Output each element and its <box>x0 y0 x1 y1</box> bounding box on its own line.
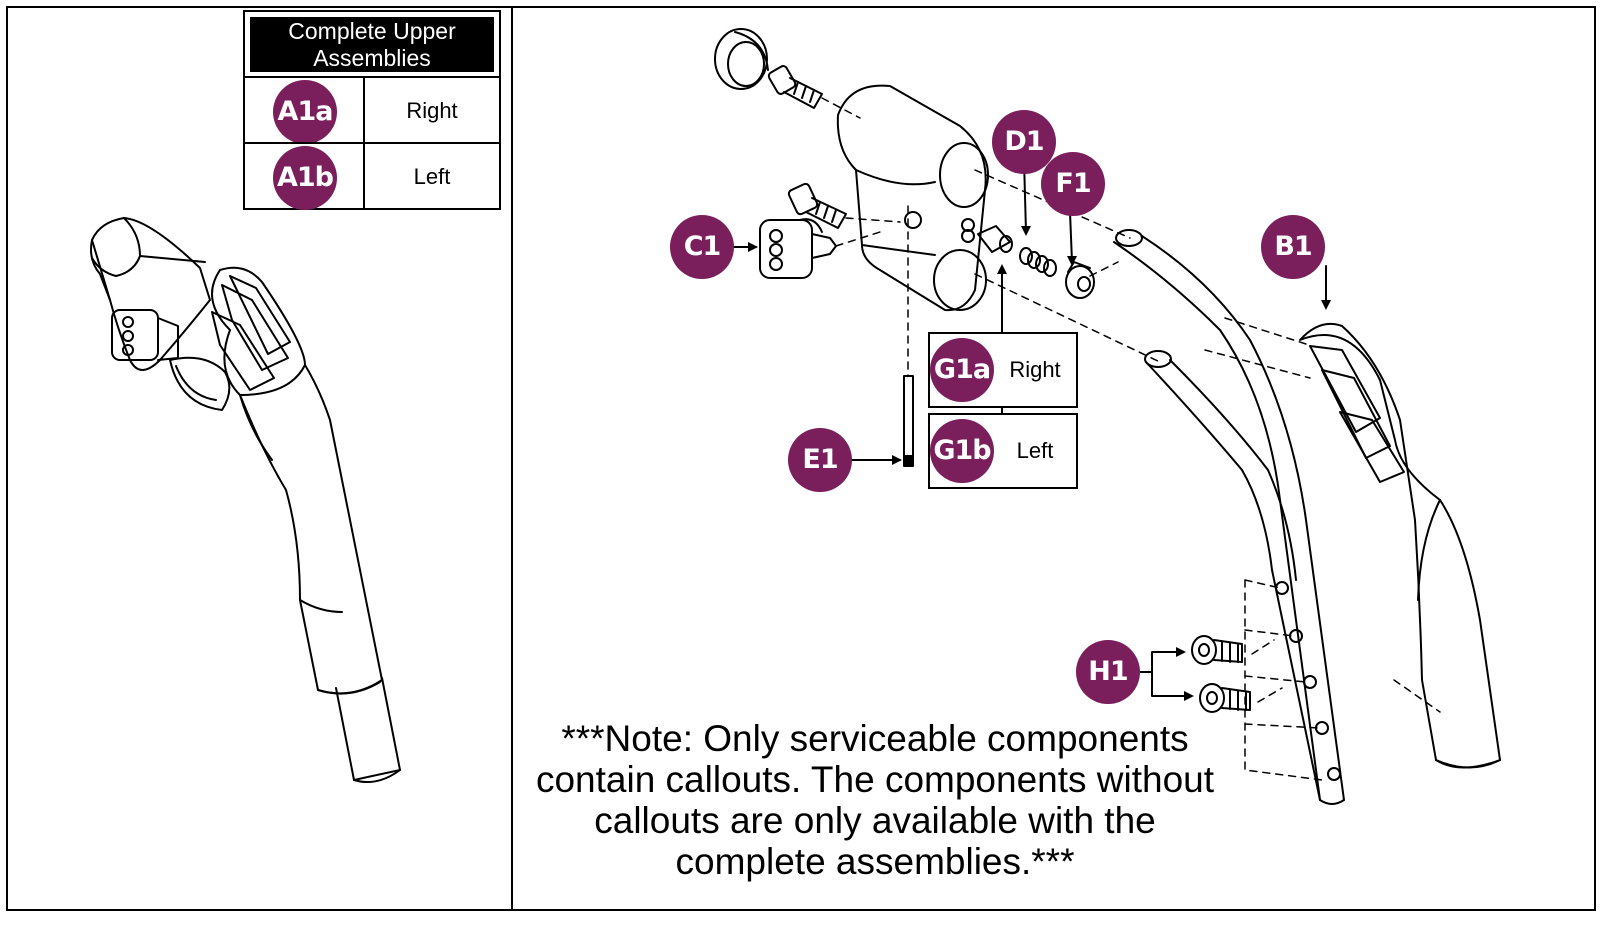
panel-divider <box>511 6 513 911</box>
callout-f1: F1 <box>1041 152 1105 216</box>
spring-part <box>1019 247 1057 277</box>
callout-g1b: G1b <box>930 419 994 483</box>
assemblies-table-header: Complete Upper Assemblies <box>250 17 494 72</box>
callout-a1a: A1a <box>273 80 337 144</box>
callout-e1: E1 <box>788 428 852 492</box>
callout-g1a: G1a <box>930 338 994 402</box>
assembly-side-label: Right <box>406 98 458 123</box>
complete-upper-assemblies-table: Complete Upper Assemblies A1a Right A1b … <box>243 10 501 210</box>
mid-bolt-part <box>787 182 847 229</box>
cell-separator <box>363 144 365 210</box>
callout-c1: C1 <box>670 215 734 279</box>
detent-pin-part <box>977 225 1013 253</box>
explode-lines <box>821 97 1441 781</box>
callout-a1b: A1b <box>273 146 337 210</box>
clamp-block-part <box>836 84 989 312</box>
assembly-row-right: A1a Right <box>245 76 499 144</box>
cell-separator <box>363 78 365 144</box>
g1-side-label: Left <box>1016 438 1054 463</box>
handle-tube-part <box>1113 229 1345 805</box>
complete-upper-assembly-illustration <box>90 217 401 783</box>
screw-part-upper <box>1191 635 1243 665</box>
callout-h1: H1 <box>1076 640 1140 704</box>
callout-d1: D1 <box>992 110 1056 174</box>
serviceable-components-note: ***Note: Only serviceable components con… <box>535 718 1215 882</box>
g1a-table-row: G1a Right <box>928 332 1078 408</box>
g1b-table-row: G1b Left <box>928 413 1078 489</box>
g1-side-label: Right <box>1009 357 1061 382</box>
grip-part <box>1299 322 1501 769</box>
screw-part-lower <box>1199 683 1251 713</box>
end-cap-part <box>714 28 769 90</box>
top-bolt-part <box>767 65 823 109</box>
roll-pin-part <box>903 375 914 467</box>
release-button-part <box>759 218 837 279</box>
diagram-frame <box>6 6 1596 911</box>
plug-part <box>1065 261 1095 299</box>
assembly-side-label: Left <box>413 164 451 189</box>
assembly-row-left: A1b Left <box>245 142 499 210</box>
leader-arrowheads <box>748 226 1331 701</box>
callout-b1: B1 <box>1261 215 1325 279</box>
